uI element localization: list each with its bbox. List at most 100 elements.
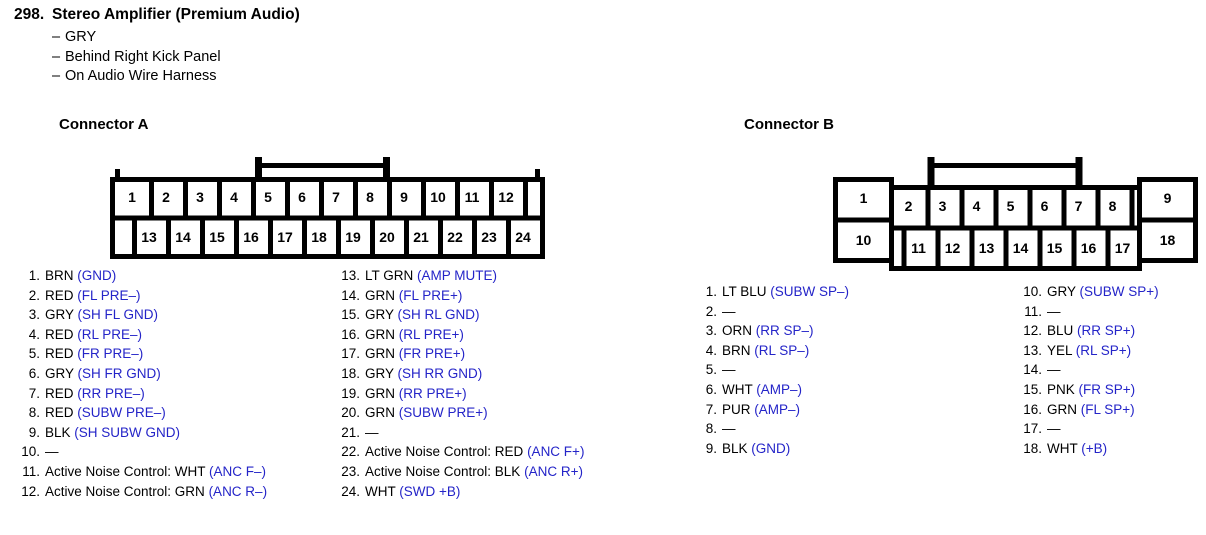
pin-number: 8. (28, 405, 40, 421)
pin-wire: — (45, 444, 59, 460)
pin-row: 7.PUR (AMP–) (695, 400, 849, 420)
pin-wire: — (722, 303, 736, 319)
pin-cell-label: 5 (264, 189, 272, 205)
pin-signal: (SH FR GND) (77, 365, 161, 381)
pin-wire: WHT (+B) (1047, 440, 1108, 456)
pin-signal: (SWD +B) (399, 483, 461, 499)
pin-wire: GRY (SH FR GND) (45, 365, 161, 381)
pin-signal: (FL SP+) (1080, 401, 1135, 417)
pin-wire: GRY (SUBW SP+) (1047, 284, 1159, 299)
pin-row: 20.GRN (SUBW PRE+) (338, 403, 584, 423)
pin-number: 11. (1024, 303, 1042, 319)
pin-row: 4.RED (RL PRE–) (18, 325, 267, 345)
pin-number: 2. (705, 303, 717, 319)
pin-signal: (ANC F–) (209, 463, 267, 479)
pin-signal: (SUBW SP–) (770, 284, 850, 299)
page-header: 298. Stereo Amplifier (Premium Audio) –G… (0, 0, 1206, 87)
pin-row: 10. GRY (SUBW SP+) (1020, 282, 1159, 302)
pin-wire: GRN (FL SP+) (1047, 401, 1135, 417)
pin-number: 5. (705, 362, 717, 378)
pin-number: 7. (28, 385, 40, 401)
pin-wire: LT BLU (SUBW SP–) (722, 284, 850, 299)
pin-signal: (SH RR GND) (397, 365, 483, 381)
pin-cell-label: 15 (1047, 240, 1063, 256)
pin-number: 21. (341, 424, 360, 440)
pin-cell-label: 4 (230, 189, 238, 205)
pin-cell-label: 3 (939, 198, 947, 214)
pin-row: 13.LT GRN (AMP MUTE) (338, 266, 584, 286)
pin-signal: (AMP–) (754, 401, 801, 417)
pin-number: 24. (341, 483, 360, 499)
pin-row: 8.— (695, 419, 849, 439)
pin-wire: BLK (GND) (722, 440, 791, 456)
pin-number: 9. (28, 424, 40, 440)
pin-cell-label: 10 (430, 189, 446, 205)
pin-signal: (FR PRE–) (77, 346, 144, 362)
pin-signal: (SUBW SP+) (1079, 284, 1159, 299)
pin-cell-label: 21 (413, 229, 429, 245)
pin-row: 18.GRY (SH RR GND) (338, 364, 584, 384)
pin-number: 6. (28, 365, 40, 381)
pin-signal: (SH SUBW GND) (74, 424, 181, 440)
pin-wire: PNK (FR SP+) (1047, 381, 1136, 397)
pin-row: 19.GRN (RR PRE+) (338, 384, 584, 404)
pin-row: 21.— (338, 423, 584, 443)
detail-text: Behind Right Kick Panel (65, 48, 221, 65)
pin-number: 16. (1023, 401, 1042, 417)
pin-cell-label: 4 (973, 198, 981, 214)
pin-cell-label: 1 (860, 190, 868, 206)
pin-signal: (AMP–) (756, 381, 803, 397)
pin-wire: WHT (SWD +B) (365, 483, 461, 499)
pin-number: 4. (705, 342, 717, 358)
bullet-dash-icon: – (52, 68, 61, 84)
pin-row: 6. GRY (SH FR GND) (18, 364, 267, 384)
pin-number: 3. (705, 323, 717, 339)
pin-signal: (FR SP+) (1078, 381, 1136, 397)
pin-wire: BLK (SH SUBW GND) (45, 424, 181, 440)
pin-cell-label: 3 (196, 189, 204, 205)
pin-number: 12. (21, 483, 40, 499)
pin-cell-label: 8 (1109, 198, 1117, 214)
pin-cell-label: 11 (911, 240, 926, 256)
pin-row: 18. WHT (+B) (1020, 439, 1159, 459)
pin-signal: (FL PRE–) (77, 287, 141, 303)
pin-wire: LT GRN (AMP MUTE) (365, 268, 498, 283)
pin-wire: GRY (SH FL GND) (45, 307, 159, 323)
pin-cell-label: 1 (128, 189, 136, 205)
pin-number: 10. (21, 444, 40, 460)
pin-signal: (RR PRE–) (77, 385, 145, 401)
pin-number: 18. (1023, 440, 1042, 456)
detail-text: GRY (65, 29, 97, 45)
pin-row: 3.GRY (SH FL GND) (18, 305, 267, 325)
pin-signal: (AMP MUTE) (417, 268, 498, 283)
pin-wire: BRN (GND) (45, 268, 117, 283)
connector-b-pinlist-right: 10.GRY (SUBW SP+)11.—12.BLU (RR SP+)13.Y… (1020, 282, 1159, 459)
pin-row: 22.Active Noise Control: RED (ANC F+) (338, 442, 584, 462)
pin-wire: — (1047, 303, 1061, 319)
pin-cell-label: 14 (175, 229, 191, 245)
pin-cell-label: 12 (945, 240, 961, 256)
pin-wire: BRN (RL SP–) (722, 342, 810, 358)
pin-row: 16.GRN (RL PRE+) (338, 325, 584, 345)
pin-wire: GRN (RR PRE+) (365, 385, 467, 401)
pin-wire: GRN (SUBW PRE+) (365, 405, 488, 421)
pin-wire: PUR (AMP–) (722, 401, 801, 417)
pin-number: 10. (1023, 284, 1042, 299)
pin-row: 14.— (1020, 360, 1159, 380)
pin-cell-label: 18 (1160, 232, 1176, 248)
pin-row: 15.GRY (SH RL GND) (338, 305, 584, 325)
pin-signal: (RL PRE–) (77, 326, 143, 342)
pin-wire: Active Noise Control: WHT (ANC F–) (45, 463, 267, 479)
pin-wire: GRN (FL PRE+) (365, 287, 463, 303)
pin-wire: RED (SUBW PRE–) (45, 405, 166, 421)
pin-cell-label: 2 (162, 189, 170, 205)
pin-cell-label: 19 (345, 229, 361, 245)
pin-number: 1. (28, 268, 40, 283)
pin-signal: (SH FL GND) (77, 307, 159, 323)
pin-number: 13. (1023, 342, 1042, 358)
pin-number: 1. (705, 284, 717, 299)
pin-wire: GRY (SH RR GND) (365, 365, 483, 381)
pin-row: 1. BRN (GND) (18, 266, 267, 286)
